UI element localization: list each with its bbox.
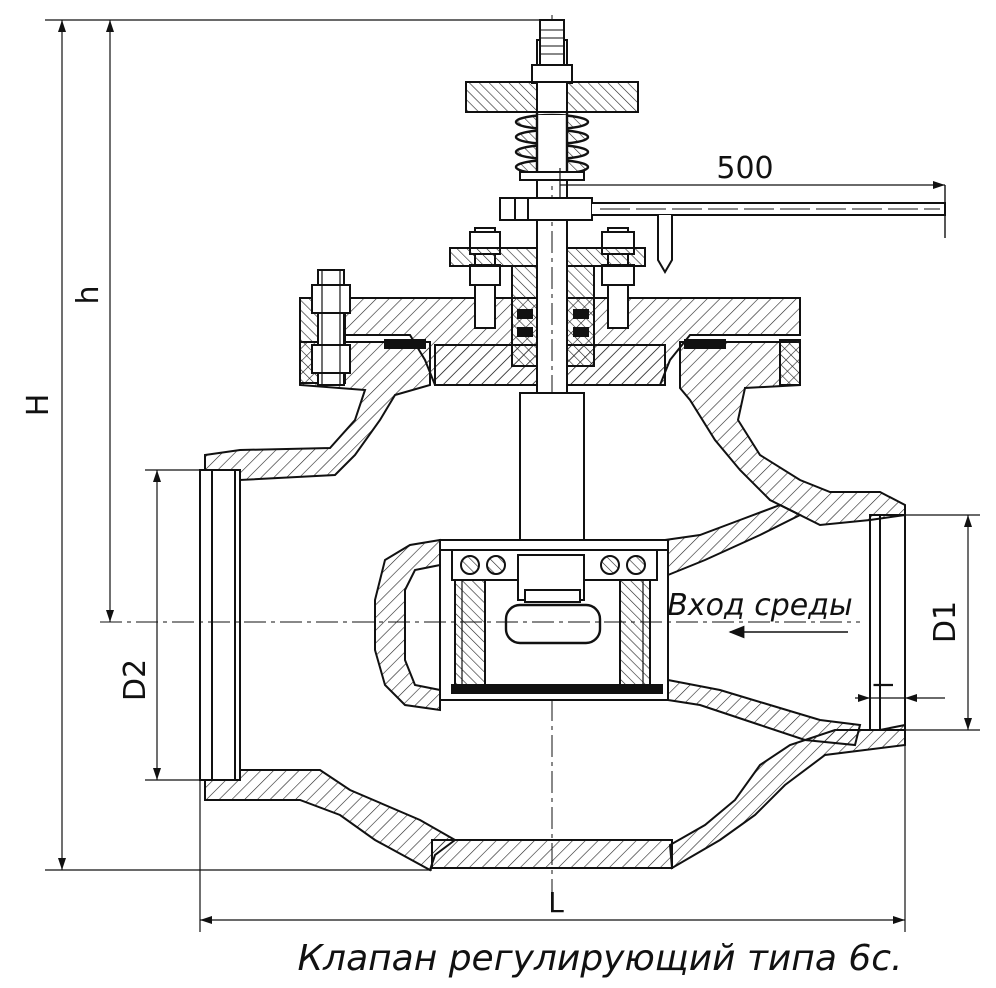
spring	[514, 112, 590, 180]
inlet-flange	[869, 514, 906, 731]
body-left-lower-wall	[204, 769, 457, 872]
label-h: h	[71, 285, 106, 304]
label-D2: D2	[118, 659, 153, 701]
label-H: H	[21, 394, 56, 417]
label-500: 500	[716, 151, 773, 186]
caption: Клапан регулирующий типа 6с.	[298, 938, 903, 979]
cage-wall-right	[619, 579, 651, 686]
gasket-right	[684, 339, 726, 349]
body-right-lower-wall	[668, 723, 906, 870]
cage-wall-left	[454, 579, 486, 686]
lever-clamp	[499, 197, 593, 221]
body-right-wall	[679, 341, 906, 527]
dimensions	[45, 19, 980, 932]
seat-bridge	[663, 503, 803, 577]
seat-ring	[451, 684, 663, 694]
cage-window	[504, 603, 602, 645]
body-flange-right	[779, 339, 801, 386]
label-flow: Вход среды	[667, 588, 852, 623]
label-L: L	[548, 886, 564, 919]
cage-loop	[374, 538, 441, 712]
lever-hook	[657, 215, 673, 274]
label-D1: D1	[928, 601, 963, 643]
seat-bridge-lower	[667, 678, 862, 747]
label-l: l	[870, 681, 900, 688]
stem-thread	[539, 19, 565, 71]
gasket-left	[384, 339, 426, 349]
stem-guide	[519, 392, 585, 559]
